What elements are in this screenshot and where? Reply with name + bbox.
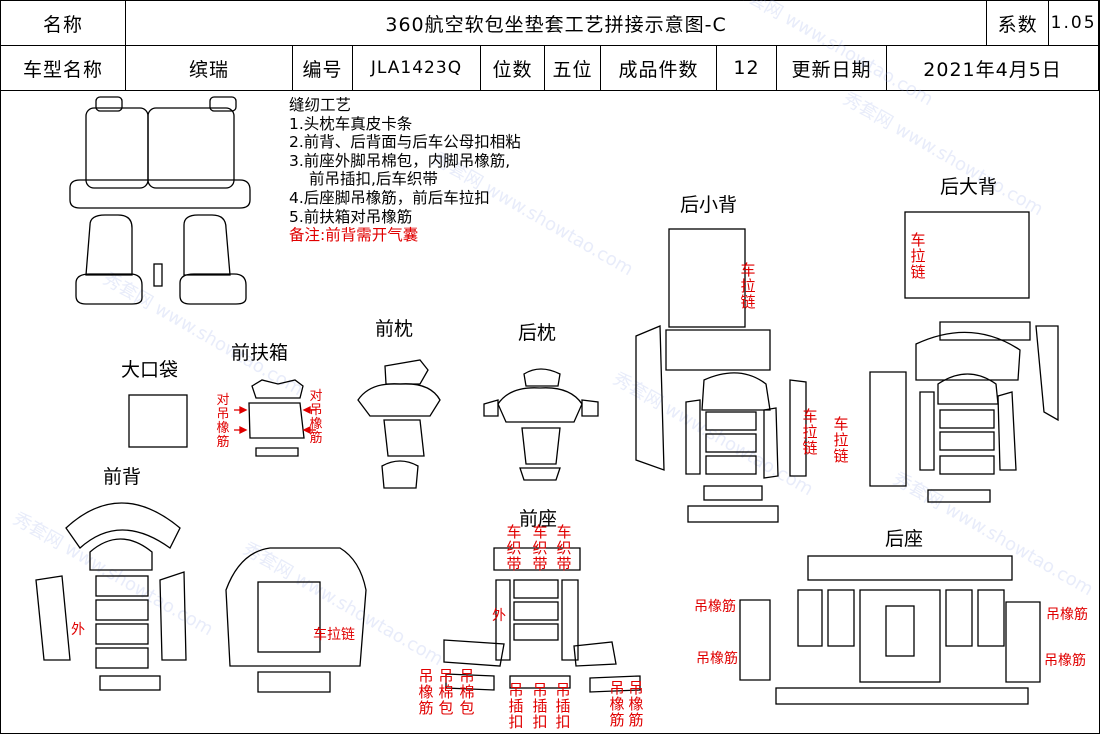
annotation-big-back-zip-a: 车拉链 <box>802 407 818 457</box>
annotation-front-back-outer: 外 <box>71 622 85 638</box>
notes-remark: 备注:前背需开气囊 <box>289 226 419 245</box>
seat-overview-sketch <box>69 96 251 305</box>
annotation-front-seat-buckle: 吊插扣 <box>532 681 548 731</box>
rear-big-back-pieces <box>869 211 1059 503</box>
annotation-front-seat-buckle: 吊插扣 <box>555 681 571 731</box>
label-front-armrest: 前扶箱 <box>231 342 289 364</box>
annotation-front-seat-buckle: 吊插扣 <box>508 681 524 731</box>
title-block: 名称 360航空软包坐垫套工艺拼接示意图-C 系数 1.05 车型名称 缤瑞 编… <box>0 0 1100 91</box>
rear-seat-pieces <box>739 555 1041 705</box>
front-headrest-pieces <box>357 359 441 489</box>
annotation-front-seat-hang: 吊棉包 <box>438 667 454 717</box>
label-big-pocket: 大口袋 <box>121 359 179 381</box>
code-value: JLA1423Q <box>352 45 481 91</box>
big-pocket-piece <box>128 394 188 448</box>
rear-small-back-pieces <box>635 228 807 523</box>
label-rear-big-back: 后大背 <box>940 176 998 198</box>
annotation-front-seat-outer: 外 <box>492 608 506 624</box>
annotation-front-seat-elastic: 吊橡筋 <box>628 679 644 729</box>
label-rear-small-back: 后小背 <box>680 194 738 216</box>
annotation-small-back-zip: 车拉链 <box>740 261 756 311</box>
annotation-front-back-zip: 车拉链 <box>313 627 355 643</box>
front-seat-pieces <box>443 547 641 693</box>
label-rear-seat: 后座 <box>885 528 924 550</box>
annotation-rear-seat-right: 吊橡筋 <box>1046 607 1088 623</box>
rear-headrest-pieces <box>483 368 599 481</box>
annotation-rear-seat-left: 吊橡筋 <box>696 651 738 667</box>
sheet-title: 360航空软包坐垫套工艺拼接示意图-C <box>124 0 988 46</box>
annotation-front-seat-elastic: 吊橡筋 <box>609 679 625 729</box>
sewing-notes: 缝纫工艺 1.头枕车真皮卡条 2.前背、后背面与后车公母扣相粘 3.前座外脚吊棉… <box>289 96 521 245</box>
annotation-front-seat-hang: 吊棉包 <box>459 667 475 717</box>
label-front-back: 前背 <box>103 466 142 488</box>
annotation-armrest-left: 对吊橡筋 <box>216 393 230 450</box>
annotation-rear-seat-right: 吊橡筋 <box>1044 653 1086 669</box>
front-back-pieces <box>35 502 367 693</box>
position-value: 五位 <box>544 45 601 91</box>
note-item: 5.前扶箱对吊橡筋 <box>289 207 413 226</box>
annotation-armrest-right: 对吊橡筋 <box>309 389 323 446</box>
label-front-seat: 前座 <box>519 508 558 530</box>
notes-title: 缝纫工艺 <box>289 96 352 114</box>
front-armrest-pieces <box>248 379 305 457</box>
note-item: 3.前座外脚吊棉包，内脚吊橡筋, <box>289 151 511 170</box>
date-value: 2021年4月5日 <box>885 45 1100 91</box>
note-item: 前吊插扣,后车织带 <box>309 170 438 189</box>
annotation-front-seat-strap: 车织带 <box>556 523 572 573</box>
coef-value: 1.05 <box>1048 0 1100 46</box>
annotation-front-seat-strap: 车织带 <box>506 523 522 573</box>
pieces-label: 成品件数 <box>600 45 717 91</box>
note-item: 4.后座脚吊橡筋，前后车拉扣 <box>289 188 490 207</box>
pieces-value: 12 <box>716 45 777 91</box>
annotation-rear-seat-left: 吊橡筋 <box>694 599 736 615</box>
annotation-front-seat-strap: 车织带 <box>532 523 548 573</box>
model-value: 缤瑞 <box>125 45 293 91</box>
label-rear-headrest: 后枕 <box>518 322 557 344</box>
model-label: 车型名称 <box>0 45 126 91</box>
annotation-front-seat-hang: 吊橡筋 <box>418 667 434 717</box>
label-front-headrest: 前枕 <box>375 318 414 340</box>
annotation-big-back-zip-b: 车拉链 <box>833 415 849 465</box>
note-item: 2.前背、后背面与后车公母扣相粘 <box>289 133 521 152</box>
position-label: 位数 <box>480 45 545 91</box>
annotation-big-back-zip: 车拉链 <box>910 231 926 281</box>
date-label: 更新日期 <box>776 45 887 91</box>
note-item: 1.头枕车真皮卡条 <box>289 114 413 133</box>
